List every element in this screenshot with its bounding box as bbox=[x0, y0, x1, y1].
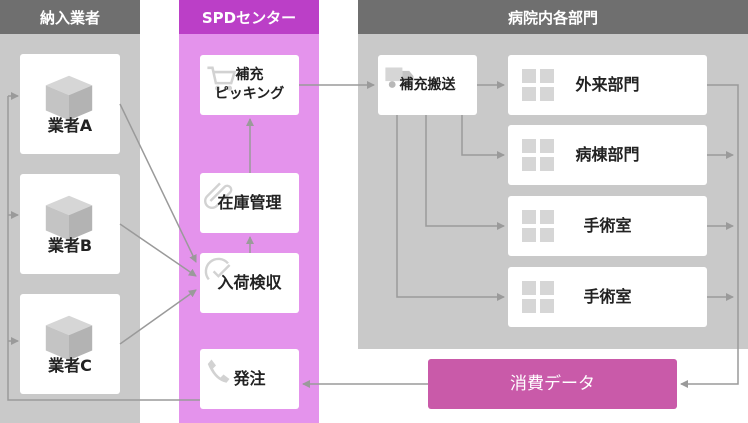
dept-outpatient-label: 外来部門 bbox=[575, 75, 640, 95]
dept-surgery-label-1: 手術室 bbox=[583, 216, 632, 236]
vendor-b-label: 業者B bbox=[47, 236, 93, 256]
inspection-stamp-icon bbox=[204, 257, 231, 281]
vendor-c-label: 業者C bbox=[48, 356, 92, 376]
inventory-box: 在庫管理 bbox=[200, 173, 299, 233]
delivery-label: 補充搬送 bbox=[399, 76, 456, 93]
grid-icon bbox=[522, 210, 554, 242]
dept-surgery-box-1: 手術室 bbox=[508, 196, 707, 256]
vendor-a-label: 業者A bbox=[47, 116, 93, 136]
picking-label-line2: ピッキング bbox=[214, 86, 285, 102]
dept-surgery-box-2: 手術室 bbox=[508, 267, 707, 327]
grid-icon bbox=[522, 281, 554, 313]
inspection-box: 入荷検収 bbox=[200, 253, 299, 313]
vendor-column-header: 納入業者 bbox=[0, 0, 140, 34]
vendor-b-box: 業者B bbox=[20, 174, 120, 274]
picking-label-line1: 補充 bbox=[235, 67, 264, 84]
consumption-data-box: 消費データ bbox=[428, 359, 677, 409]
inventory-label: 在庫管理 bbox=[217, 193, 282, 213]
dept-ward-label: 病棟部門 bbox=[575, 145, 640, 165]
dept-ward-box: 病棟部門 bbox=[508, 125, 707, 185]
paperclip-icon bbox=[204, 182, 233, 209]
delivery-box: 補充搬送 bbox=[378, 55, 477, 115]
dept-surgery-label-2: 手術室 bbox=[583, 287, 632, 307]
order-box: 発注 bbox=[200, 349, 299, 409]
inspection-label: 入荷検収 bbox=[217, 273, 282, 293]
spd-column-header: SPDセンター bbox=[179, 0, 319, 34]
grid-icon bbox=[522, 69, 554, 101]
consumption-data-label: 消費データ bbox=[510, 373, 595, 394]
delivery-truck-icon bbox=[385, 67, 414, 88]
vendor-c-box: 業者C bbox=[20, 294, 120, 394]
hospital-column-header: 病院内各部門 bbox=[358, 0, 748, 34]
vendor-a-box: 業者A bbox=[20, 54, 120, 154]
order-label: 発注 bbox=[233, 369, 266, 389]
grid-icon bbox=[522, 139, 554, 171]
picking-label: 補充 ピッキング bbox=[215, 66, 285, 104]
dept-outpatient-box: 外来部門 bbox=[508, 55, 707, 115]
picking-box: 補充 ピッキング bbox=[200, 55, 299, 115]
telephone-icon bbox=[207, 359, 230, 383]
shopping-cart-icon bbox=[207, 66, 237, 91]
